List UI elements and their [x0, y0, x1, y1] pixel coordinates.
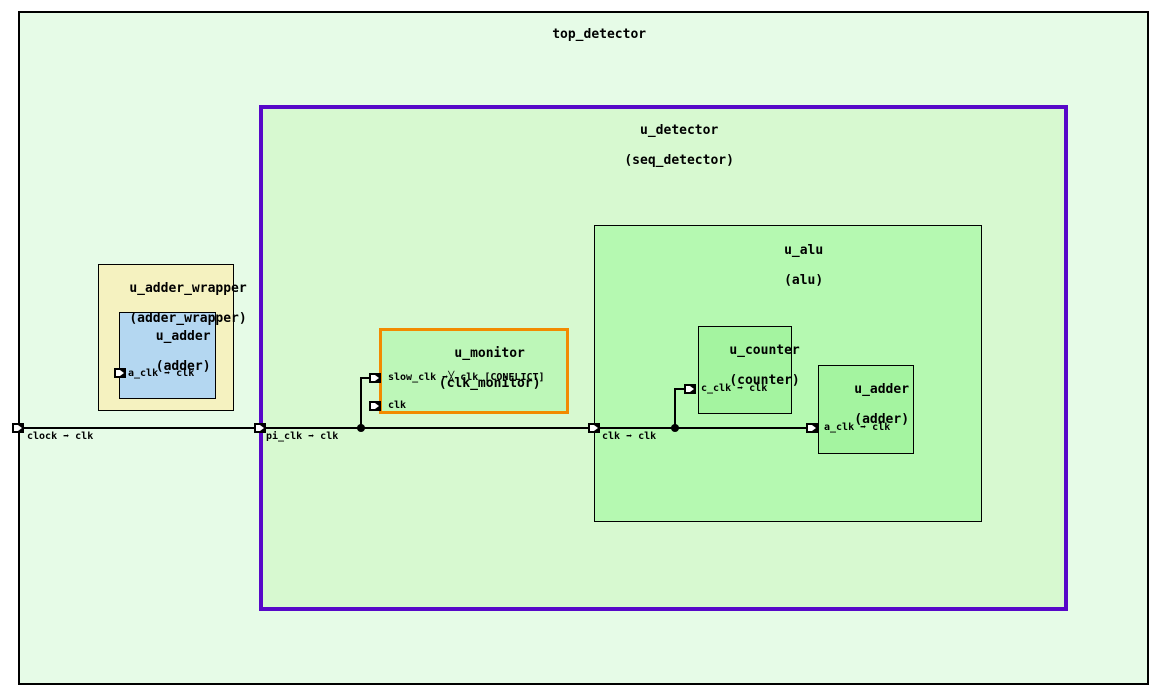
net-junction-dot	[357, 424, 365, 432]
counter-branch-wire-horizontal	[674, 388, 690, 390]
detector-module-name: (seq_detector)	[624, 153, 734, 168]
alu-adder-a-clk-port-label: a_clk ➡ clk	[824, 422, 891, 433]
detector-instance-name: u_detector	[640, 123, 719, 138]
input-port-icon	[806, 423, 818, 433]
input-port-icon	[114, 368, 126, 378]
monitor-title: u_monitor (clk_monitor)	[379, 331, 569, 406]
wrapper-adder-module-name: (adder)	[155, 359, 211, 374]
top-detector-instance-name: top_detector	[552, 27, 647, 42]
alu-clk-port-label: clk ➡ clk	[602, 431, 657, 442]
alu-adder-instance-name: u_adder	[854, 382, 910, 397]
wrapper-adder-a-clk-port-label: a_clk ➡ clk	[128, 368, 195, 379]
alu-title: u_alu (alu)	[594, 228, 982, 303]
input-port-icon	[588, 423, 600, 433]
input-port-icon	[369, 373, 381, 383]
wrapper-adder-instance-name: u_adder	[155, 329, 211, 344]
counter-instance-name: u_counter	[729, 343, 800, 358]
input-port-icon	[254, 423, 266, 433]
net-junction-dot	[671, 424, 679, 432]
alu-module-name: (alu)	[784, 273, 824, 288]
counter-c-clk-port-label: c_clk ➡ clk	[701, 383, 768, 394]
monitor-module-name: (clk_monitor)	[438, 376, 541, 391]
module-box-u-adder-in-wrapper	[119, 312, 216, 399]
detector-pi-clk-port-label: pi_clk ➡ clk	[266, 431, 339, 442]
input-port-icon	[684, 384, 696, 394]
input-port-icon	[369, 401, 381, 411]
alu-adder-module-name: (adder)	[854, 412, 910, 427]
adder-wrapper-module-name: (adder_wrapper)	[129, 311, 247, 326]
top-clock-port-label: clock ➡ clk	[27, 431, 94, 442]
module-box-u-adder-in-alu	[818, 365, 914, 454]
input-port-icon	[12, 423, 24, 433]
adder-wrapper-instance-name: u_adder_wrapper	[129, 281, 247, 296]
wrapper-adder-title: u_adder (adder)	[119, 314, 216, 389]
module-box-u-counter	[698, 326, 792, 414]
counter-branch-wire-vertical	[674, 388, 676, 429]
module-box-u-monitor	[379, 328, 569, 414]
alu-adder-title: u_adder (adder)	[818, 367, 914, 442]
counter-title: u_counter (counter)	[698, 328, 799, 403]
monitor-slow-clk-conflict-port-label: slow_clk ➡╳ clk [CONFLICT]	[388, 372, 545, 383]
monitor-branch-wire-horizontal	[360, 377, 376, 379]
top-detector-title: top_detector	[18, 12, 1149, 57]
detector-title: u_detector (seq_detector)	[259, 108, 1068, 183]
monitor-clk-port-label: clk	[388, 400, 407, 411]
alu-instance-name: u_alu	[784, 243, 824, 258]
counter-module-name: (counter)	[729, 373, 800, 388]
monitor-instance-name: u_monitor	[454, 346, 525, 361]
monitor-branch-wire-vertical	[360, 377, 362, 429]
clock-net-trunk-wire	[18, 427, 808, 429]
adder-wrapper-title: u_adder_wrapper (adder_wrapper)	[98, 266, 246, 341]
